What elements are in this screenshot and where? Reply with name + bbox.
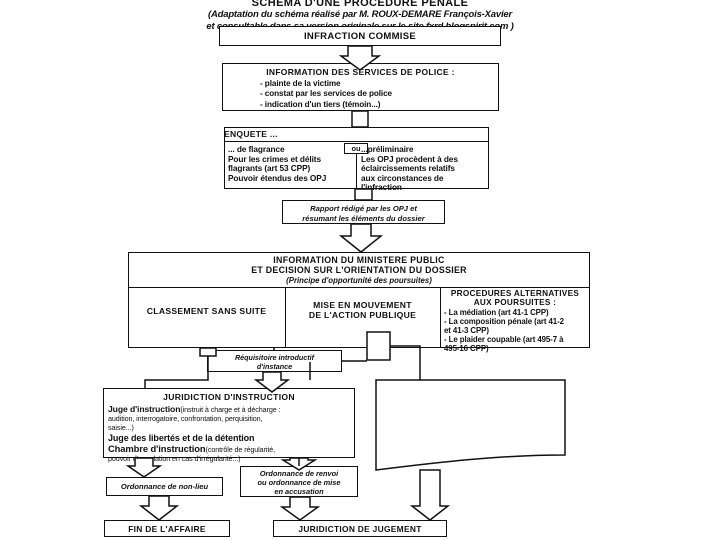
arrow-rapport-to-ministere (338, 223, 384, 253)
enquete-column-divider (356, 154, 357, 189)
enquete-preliminaire-heading: ...préliminaire (361, 144, 414, 154)
alternatives-item-3: - Convocation par PV ou comparution (381, 436, 518, 445)
line-stub-to-alternatives (390, 345, 421, 380)
instruction-chambre-label: Chambre d'instruction (108, 443, 206, 454)
ministere-alternatives-item-2-cont: et 41-3 CPP) (444, 326, 489, 335)
instruction-chambre-row: Chambre d'instruction(contrôle de régula… (108, 443, 354, 454)
alternatives-item-2-label: - Avertissement (381, 411, 437, 420)
connector-police-to-enquete (351, 110, 369, 128)
alternatives-item-2-text: suivi de comparution (438, 411, 506, 420)
rapport-line-2: résumant les éléments du dossier (302, 214, 425, 223)
instruction-title: JURIDICTION D'INSTRUCTION (163, 392, 295, 402)
arrow-renvoi-to-jugement (279, 496, 321, 521)
enquete-preliminaire-line-1: Les OPJ procèdent à des (361, 153, 458, 164)
node-information-police: INFORMATION DES SERVICES DE POLICE : - p… (222, 63, 499, 111)
non-lieu-label: Ordonnance de non-lieu (120, 482, 209, 491)
instruction-juge-instruction-note-1: (instruit à charge et à décharge : (180, 405, 281, 414)
instruction-juge-instruction-note-3: saisie...) (108, 423, 134, 432)
alternatives-item-2: - Avertissement suivi de comparution (381, 411, 581, 420)
renvoi-line-3: en accusation (274, 487, 324, 496)
police-item-tiers: - indication d'un tiers (témoin...) (260, 99, 381, 109)
line-classement-down (144, 356, 209, 388)
ministere-alternatives-item-3: - Le plaider coupable (art 495-7 à (444, 335, 564, 344)
instruction-juge-instruction-label: Juge d'instruction (108, 404, 181, 414)
requisitoire-line-2: d'instance (256, 362, 293, 371)
police-title: INFORMATION DES SERVICES DE POLICE : (266, 67, 455, 77)
enquete-title: ENQUETE ... (224, 129, 278, 139)
rapport-line-1: Rapport rédigé par les OPJ et (310, 204, 417, 213)
ministere-classement-sans-suite: CLASSEMENT SANS SUITE (146, 306, 267, 316)
ministere-alternatives-item-1: - La médiation (art 41-1 CPP) (444, 308, 549, 317)
ministere-alternatives-item-2: - La composition pénale (art 41-2 (444, 317, 564, 326)
node-juridiction-instruction: JURIDICTION D'INSTRUCTION Juge d'instruc… (103, 388, 355, 463)
police-item-plainte: - plainte de la victime (260, 78, 341, 88)
node-ordonnance-renvoi: Ordonnance de renvoi ou ordonnance de mi… (240, 466, 358, 497)
enquete-preliminaire-line-3: aux circonstances de (361, 172, 444, 183)
enquete-ou-connector: ou (344, 143, 368, 154)
renvoi-line-2: ou ordonnance de mise (257, 478, 341, 487)
enquete-title-divider (224, 141, 489, 142)
arrow-alternatives-to-jugement (409, 469, 451, 521)
instruction-juge-libertes: Juge des libertés et de la détention (108, 433, 255, 443)
enquete-flagrance-heading: ... de flagrance (228, 144, 285, 154)
ministere-title-line-2: ET DECISION SUR L'ORIENTATION DU DOSSIER (251, 265, 467, 275)
instruction-juge-row: Juge d'instruction(instruit à charge et … (108, 404, 354, 414)
ministere-alternatives-title-line-1: PROCEDURES ALTERNATIVES (450, 289, 580, 298)
arrow-non-lieu-to-fin (138, 495, 180, 521)
ministere-alternatives-title-line-2: AUX POURSUITES : (473, 298, 557, 307)
node-requisitoire-introductif: Réquisitoire introductif d'instance (207, 350, 342, 372)
instruction-chambre-note-1: (contrôle de régularité, (205, 445, 276, 454)
alternatives-item-2-cont: volontaire (381, 421, 413, 430)
alternatives-item-1-label: - Citation directe : (381, 386, 444, 395)
ministere-alternatives-item-3-cont: 495-16 CPP) (444, 344, 489, 353)
ministere-subtitle: (Principe d'opportunité des poursuites) (286, 276, 432, 285)
node-ordonnance-non-lieu: Ordonnance de non-lieu (106, 477, 223, 496)
ministere-mise-mouvement-line-1: MISE EN MOUVEMENT (313, 300, 412, 310)
alternatives-item-1-text: assignation du prévenu (445, 386, 529, 395)
police-item-constat: - constat par les services de police (260, 89, 393, 98)
enquete-preliminaire-line-2: éclaircissements relatifs (361, 163, 455, 173)
renvoi-line-1: Ordonnance de renvoi (259, 469, 339, 478)
document-title: SCHEMA D'UNE PROCEDURE PENALE (251, 0, 469, 9)
node-infraction-label: INFRACTION COMMISE (303, 31, 416, 42)
instruction-chambre-note-2: pouvoir d'annulation en cas d'irrégulari… (108, 454, 241, 463)
ministere-divider-1 (285, 287, 286, 348)
enquete-flagrance-line-2: flagrants (art 53 CPP) (228, 163, 311, 173)
enquete-flagrance-line-1: Pour les crimes et délits (228, 153, 321, 164)
document-credit-line-1: (Adaptation du schéma réalisé par M. ROU… (208, 9, 512, 20)
instruction-juge-instruction-note-2: audition, interrogatoire, confrontation,… (108, 414, 263, 423)
ministere-header-divider (128, 287, 590, 288)
alternatives-item-3-cont: immédiate (mat. correctionnelle) (381, 446, 498, 455)
fin-affaire-label: FIN DE L'AFFAIRE (128, 524, 206, 534)
enquete-preliminaire-line-4: l'infraction (361, 182, 402, 192)
node-infraction-commise: INFRACTION COMMISE (219, 26, 501, 46)
requisitoire-line-1: Réquisitoire introductif (234, 353, 315, 362)
ministere-divider-2 (440, 287, 441, 348)
node-fin-affaire: FIN DE L'AFFAIRE (104, 520, 230, 537)
alternatives-item-1: - Citation directe : assignation du prév… (381, 386, 581, 395)
node-ministere-public (128, 252, 590, 348)
node-rapport-opj: Rapport rédigé par les OPJ et résumant l… (282, 200, 445, 224)
node-juridiction-jugement: JURIDICTION DE JUGEMENT (273, 520, 447, 537)
ministere-title-line-1: INFORMATION DU MINISTERE PUBLIC (273, 255, 445, 265)
enquete-ou-label: ou (351, 144, 361, 153)
juridiction-jugement-label: JURIDICTION DE JUGEMENT (298, 524, 422, 534)
ministere-mise-mouvement-line-2: DE L'ACTION PUBLIQUE (308, 310, 417, 320)
alternatives-item-1-cont: devant la juridiction par acte d'huissie… (381, 396, 502, 405)
enquete-flagrance-line-3: Pouvoir étendus des OPJ (228, 172, 327, 183)
